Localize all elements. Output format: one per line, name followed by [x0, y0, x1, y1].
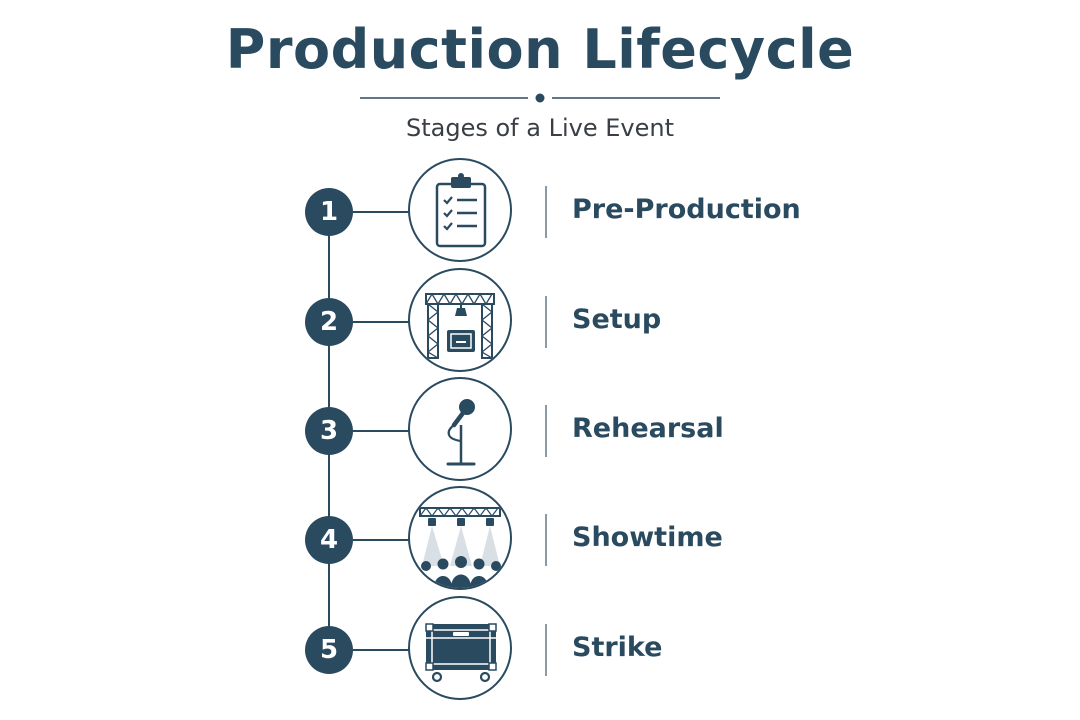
stage-connector [353, 539, 409, 541]
stage-connector [353, 649, 409, 651]
stage-strike: 5 Strike [0, 596, 1080, 700]
label-divider [545, 624, 547, 676]
stage-rehearsal: 3 Rehearsal [0, 377, 1080, 481]
stage-number-badge: 2 [305, 298, 353, 346]
page-subtitle: Stages of a Live Event [406, 114, 674, 142]
title-divider [360, 93, 720, 103]
label-divider [545, 296, 547, 348]
stage-label: Rehearsal [572, 413, 724, 444]
stage-connector [353, 211, 409, 213]
stage-number-badge: 5 [305, 626, 353, 674]
stage-pre-production: 1 Pre-Production [0, 158, 1080, 262]
stage-label: Showtime [572, 522, 723, 553]
stage-number-badge: 1 [305, 188, 353, 236]
stage-number-badge: 4 [305, 516, 353, 564]
spotlights-audience-icon [408, 486, 512, 590]
label-divider [545, 514, 547, 566]
label-divider [545, 405, 547, 457]
stage-label: Pre-Production [572, 194, 801, 225]
truss-stage-icon [408, 268, 512, 372]
clipboard-checklist-icon [408, 158, 512, 262]
label-divider [545, 186, 547, 238]
stage-connector [353, 321, 409, 323]
microphone-stand-icon [408, 377, 512, 481]
stage-setup: 2 Setup [0, 268, 1080, 372]
stage-connector [353, 430, 409, 432]
page-title: Production Lifecycle [225, 18, 855, 81]
stage-label: Setup [572, 304, 662, 335]
road-case-icon [408, 596, 512, 700]
stage-showtime: 4 [0, 486, 1080, 590]
stage-number-badge: 3 [305, 407, 353, 455]
stage-label: Strike [572, 632, 663, 663]
